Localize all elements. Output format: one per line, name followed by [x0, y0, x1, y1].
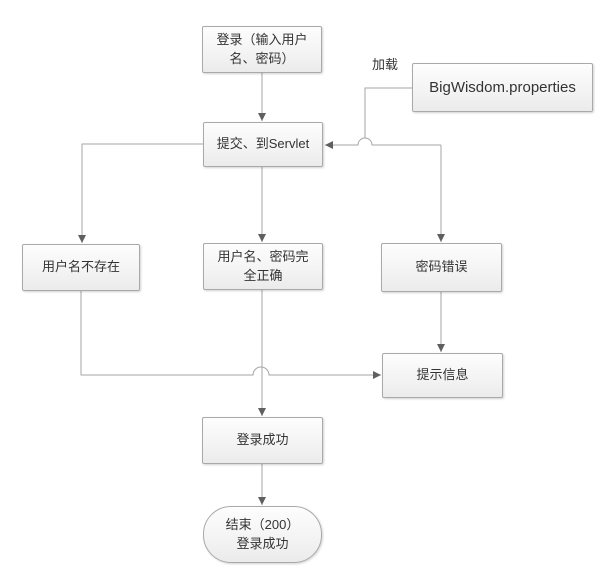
edge-label-load: 加载	[372, 57, 399, 72]
node-user-not-exist: 用户名不存在	[22, 244, 140, 291]
node-prompt-message: 提示信息	[382, 353, 503, 398]
edge-user-not-exist-to-prompt	[80, 291, 381, 379]
node-login-start: 登录（输入用户 名、密码）	[202, 26, 322, 73]
node-submit-servlet-label: 提交、到Servlet	[216, 136, 310, 152]
node-wrong-password-label: 密码错误	[415, 259, 468, 275]
edge-properties-load	[364, 87, 412, 138]
node-login-start-label: 登录（输入用户 名、密码）	[216, 31, 308, 66]
edge-into-submit-right	[325, 137, 441, 149]
edge-submit-to-user-not-exist	[78, 143, 203, 243]
node-end-terminal: 结束（200） 登录成功	[203, 506, 322, 563]
node-wrong-password: 密码错误	[381, 243, 502, 292]
node-properties-file: BigWisdom.properties	[412, 63, 593, 112]
node-submit-servlet: 提交、到Servlet	[203, 122, 323, 167]
node-login-success-label: 登录成功	[236, 432, 289, 448]
node-credentials-correct-label: 用户名、密码完 全正确	[217, 248, 309, 283]
node-end-terminal-label: 结束（200） 登录成功	[225, 516, 300, 551]
node-user-not-exist-label: 用户名不存在	[41, 259, 120, 275]
node-login-success: 登录成功	[202, 417, 323, 464]
node-prompt-message-label: 提示信息	[416, 367, 469, 383]
node-properties-file-label: BigWisdom.properties	[429, 78, 576, 96]
node-credentials-correct: 用户名、密码完 全正确	[203, 243, 323, 290]
